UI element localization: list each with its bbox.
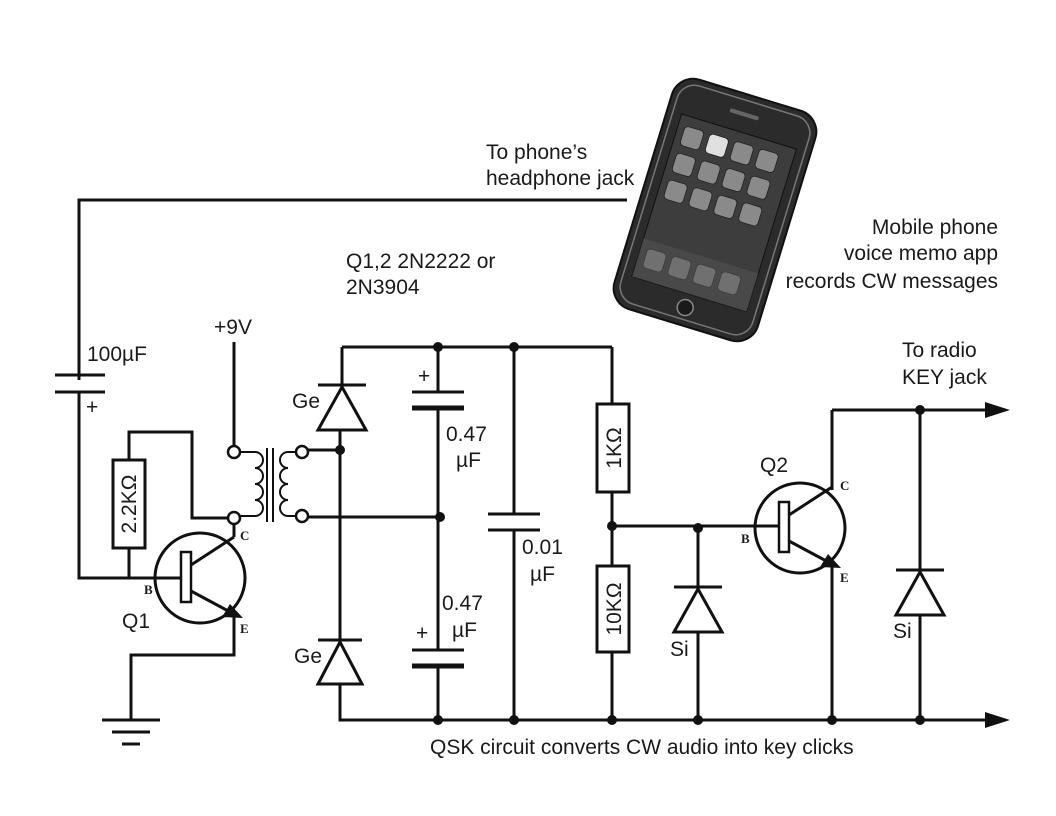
ge-label-top: Ge — [292, 390, 320, 413]
caption: QSK circuit converts CW audio into key c… — [430, 736, 854, 759]
si-label-left: Si — [670, 638, 689, 661]
mobile-label-2: voice memo app — [844, 242, 998, 265]
cap-047-top-unit: µF — [456, 449, 481, 472]
si-label-right: Si — [893, 620, 912, 643]
cap-047-bottom-unit: µF — [452, 619, 477, 642]
cap-047-bottom-value: 0.47 — [442, 592, 483, 615]
cap-100-label: 100µF — [87, 343, 147, 366]
q2-label: Q2 — [760, 454, 788, 477]
radio-key-label-2: KEY jack — [902, 366, 987, 389]
q2-transistor — [753, 410, 847, 725]
q2-pin-c: C — [840, 478, 849, 493]
mobile-label-1: Mobile phone — [872, 216, 998, 239]
q1-label: Q1 — [122, 610, 150, 633]
q1-transistor — [129, 518, 247, 720]
r-10k-label: 10KΩ — [603, 582, 626, 635]
arrow-right-icon — [985, 712, 1010, 728]
cap-047-top-plus: + — [418, 365, 430, 388]
transistor-note-2: 2N3904 — [346, 276, 420, 299]
cap-047-bottom-plus: + — [416, 622, 428, 645]
phone-jack-label-2: headphone jack — [486, 167, 635, 190]
cap-001-unit: µF — [530, 563, 555, 586]
radio-key-label-1: To radio — [902, 339, 977, 362]
q1-pin-e: E — [240, 621, 249, 636]
supply-label: +9V — [214, 316, 252, 339]
q1-pin-b: B — [144, 582, 153, 597]
cap-047-top-value: 0.47 — [446, 423, 487, 446]
q2-pin-b: B — [741, 531, 750, 546]
mobile-label-3: records CW messages — [786, 270, 998, 293]
cap-100-plus: + — [86, 396, 98, 419]
q2-pin-e: E — [840, 570, 849, 585]
r-1k-label: 1KΩ — [603, 427, 626, 468]
r-2k2-label: 2.2KΩ — [118, 475, 141, 534]
cap-001-value: 0.01 — [522, 536, 563, 559]
q1-pin-c: C — [240, 528, 249, 543]
transistor-note-1: Q1,2 2N2222 or — [346, 250, 495, 273]
ground-icon — [102, 718, 160, 746]
ge-label-bottom: Ge — [294, 645, 322, 668]
phone-jack-label-1: To phone’s — [486, 141, 587, 164]
phone-icon — [612, 77, 818, 343]
